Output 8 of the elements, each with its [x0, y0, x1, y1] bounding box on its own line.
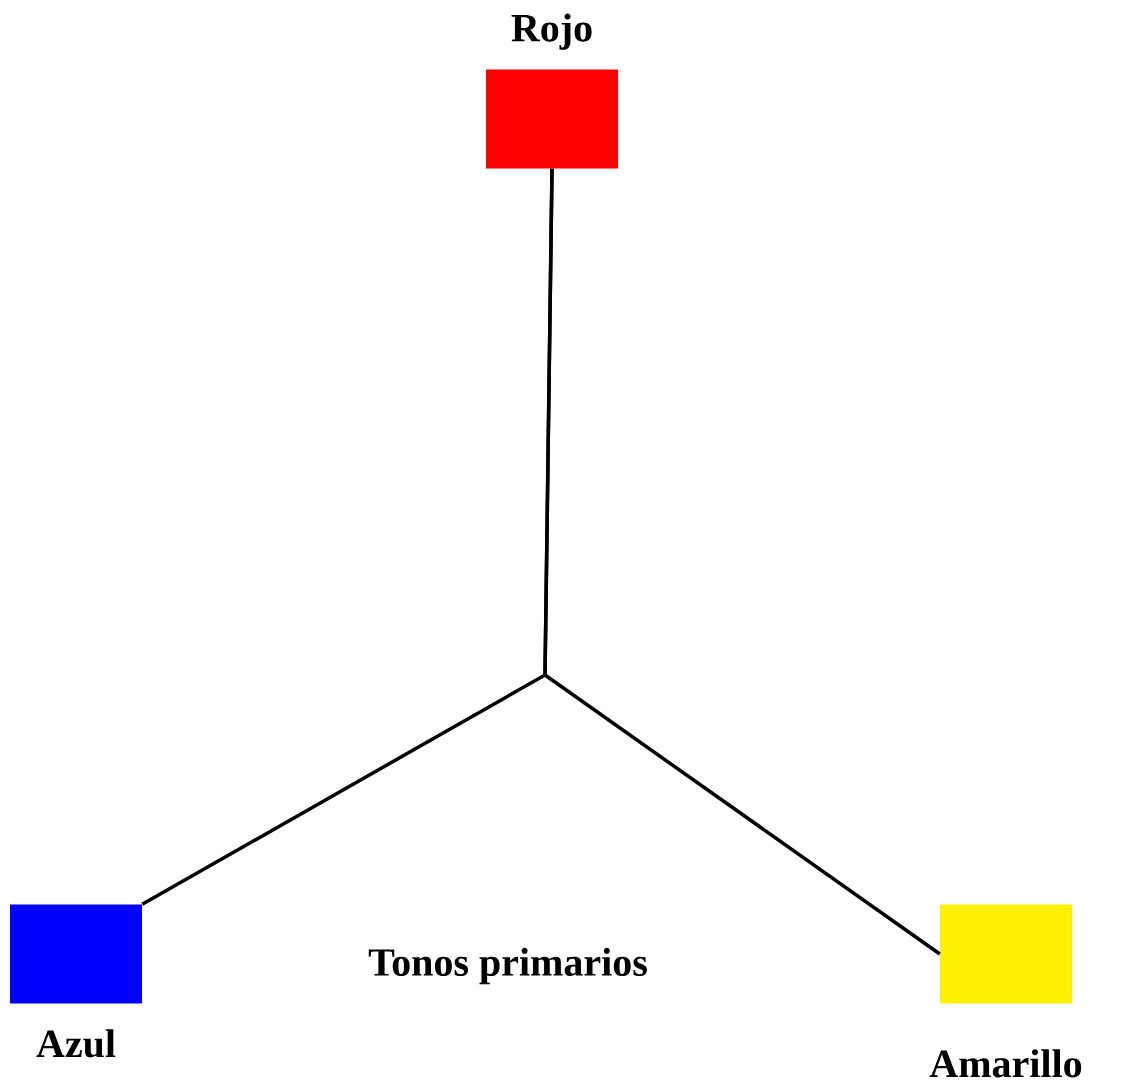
color-square: Azul	[10, 904, 142, 1058]
node-label: Azul	[36, 1029, 116, 1058]
node-label: Rojo	[511, 13, 592, 50]
node-label: Amarillo	[929, 1049, 1082, 1078]
color-square: Rojo	[486, 13, 618, 169]
color-square: Amarillo	[929, 904, 1082, 1078]
connector-line	[543, 168, 941, 956]
caption-text: Tonos primarios	[368, 947, 647, 985]
